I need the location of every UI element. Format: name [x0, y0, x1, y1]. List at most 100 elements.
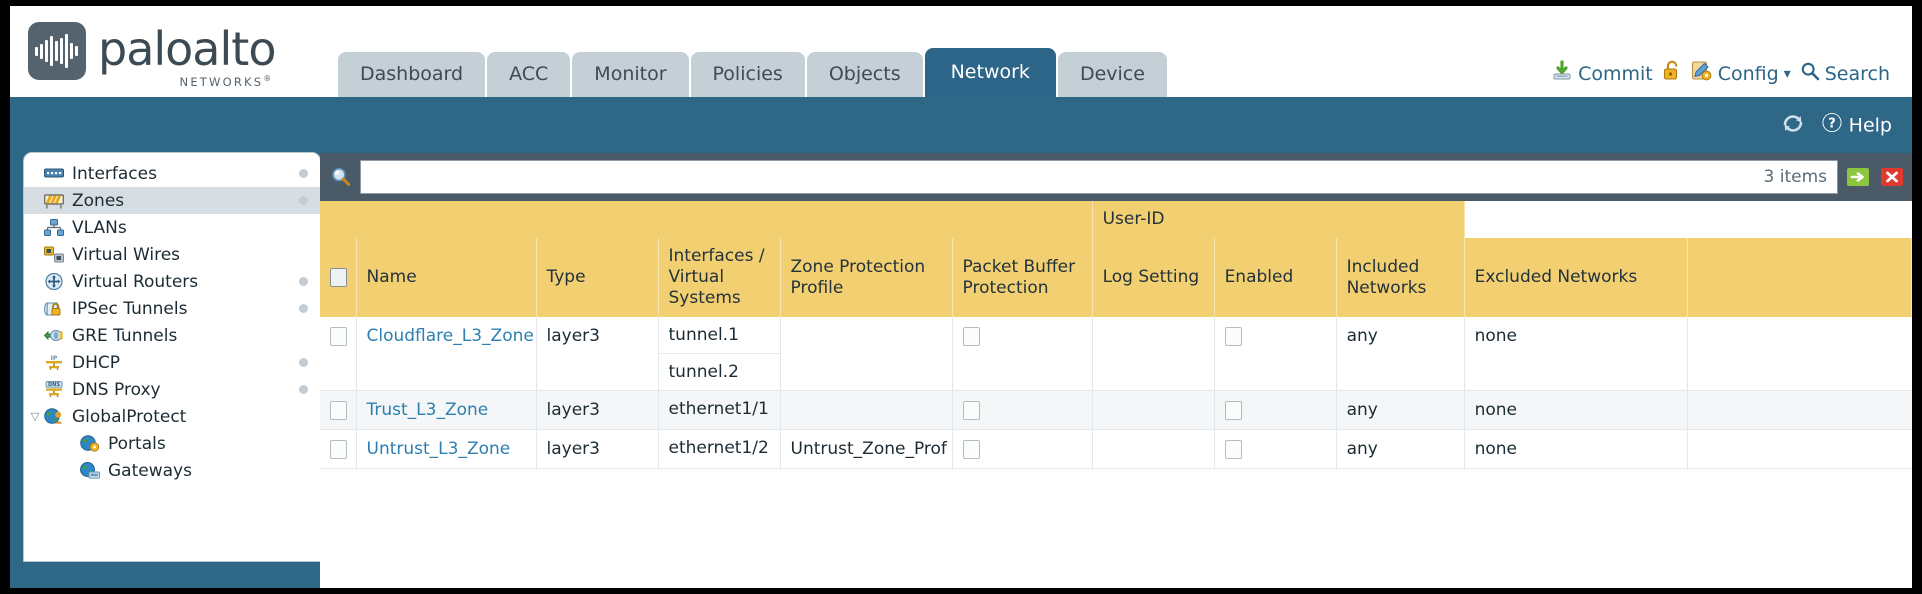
- main-content-panel: 3 items: [320, 153, 1912, 588]
- column-header-excluded-networks[interactable]: Excluded Networks: [1464, 238, 1689, 317]
- column-header-interfaces-virtual-systems[interactable]: Interfaces / Virtual Systems: [658, 238, 781, 317]
- virtual-routers-icon: [44, 272, 64, 291]
- tab-acc[interactable]: ACC: [487, 52, 571, 97]
- userid-enabled-checkbox[interactable]: [1224, 439, 1242, 459]
- row-select-checkbox[interactable]: [330, 400, 347, 420]
- vlans-icon: [44, 219, 64, 236]
- zone-name-link[interactable]: Trust_L3_Zone: [366, 400, 489, 420]
- filter-input-wrap: 3 items: [360, 160, 1838, 194]
- column-header-log-setting[interactable]: Log Setting: [1092, 238, 1215, 317]
- cell-zone-protection-profile: [780, 317, 953, 391]
- main-nav-tabs: Dashboard ACC Monitor Policies Objects Networ…: [338, 48, 1167, 97]
- tab-label: Dashboard: [360, 63, 464, 85]
- cell-included-networks: any: [1336, 317, 1465, 391]
- svg-text:IP: IP: [51, 355, 58, 362]
- tab-label: Device: [1079, 63, 1145, 85]
- column-header-spacer: [1687, 238, 1912, 317]
- cell-type: layer3: [536, 317, 659, 391]
- sidebar-item-label: DHCP: [72, 352, 120, 373]
- cell-type: layer3: [536, 429, 659, 469]
- sidebar-item-dhcp[interactable]: IP DHCP: [24, 349, 320, 376]
- config-lock-button[interactable]: [1662, 60, 1682, 87]
- sidebar-item-globalprotect[interactable]: ▽ GlobalProtect: [24, 403, 320, 430]
- packet-buffer-protection-checkbox[interactable]: [962, 439, 980, 459]
- portals-icon: [80, 435, 100, 452]
- tab-dashboard[interactable]: Dashboard: [338, 52, 486, 97]
- column-header-name[interactable]: Name: [356, 238, 537, 317]
- column-header-included-networks[interactable]: Included Networks: [1336, 238, 1465, 317]
- sub-header-band: ? Help: [10, 97, 1912, 153]
- sidebar-item-interfaces[interactable]: Interfaces: [24, 160, 320, 187]
- column-header-enabled[interactable]: Enabled: [1214, 238, 1337, 317]
- cell-name: Cloudflare_L3_Zone: [356, 317, 537, 391]
- config-menu-button[interactable]: Config ▾: [1691, 60, 1791, 87]
- select-all-checkbox[interactable]: [330, 267, 347, 287]
- help-button[interactable]: ? Help: [1820, 111, 1892, 140]
- sidebar-item-gre-tunnels[interactable]: GRE Tunnels: [24, 322, 320, 349]
- cell-log-setting: [1092, 429, 1215, 469]
- chevron-down-icon: ▾: [1783, 65, 1791, 82]
- search-button[interactable]: Search: [1800, 61, 1890, 86]
- row-select-checkbox[interactable]: [330, 439, 347, 459]
- clear-filter-button[interactable]: [1878, 163, 1906, 191]
- column-header-zone-protection-profile[interactable]: Zone Protection Profile: [780, 238, 953, 317]
- tab-label: Policies: [712, 63, 783, 85]
- sidebar-item-label: GRE Tunnels: [72, 325, 178, 346]
- sidebar-item-label: Zones: [72, 190, 125, 211]
- sidebar-item-zones[interactable]: Zones: [24, 187, 320, 214]
- globalprotect-icon: [44, 408, 64, 425]
- userid-enabled-checkbox[interactable]: [1224, 400, 1242, 420]
- interfaces-icon: [44, 165, 64, 182]
- commit-icon: [1551, 60, 1573, 87]
- apply-filter-button[interactable]: [1844, 163, 1872, 191]
- expand-triangle-icon[interactable]: ▽: [30, 410, 40, 423]
- sidebar-item-gateways[interactable]: Gateways: [24, 457, 320, 484]
- packet-buffer-protection-checkbox[interactable]: [962, 400, 980, 420]
- sidebar-item-virtual-routers[interactable]: Virtual Routers: [24, 268, 320, 295]
- refresh-icon[interactable]: [1780, 111, 1806, 139]
- tab-device[interactable]: Device: [1057, 52, 1167, 97]
- tab-label: Objects: [828, 63, 901, 85]
- config-label: Config: [1717, 62, 1779, 85]
- column-header-packet-buffer-protection[interactable]: Packet Buffer Protection: [952, 238, 1093, 317]
- tab-policies[interactable]: Policies: [690, 52, 805, 97]
- userid-enabled-checkbox[interactable]: [1224, 326, 1242, 346]
- cell-zone-protection-profile: [780, 390, 953, 430]
- cell-interfaces: ethernet1/1: [658, 390, 781, 430]
- virtual-wires-icon: [44, 246, 64, 263]
- sidebar-item-virtual-wires[interactable]: Virtual Wires: [24, 241, 320, 268]
- gateways-icon: [80, 462, 100, 479]
- column-header-type[interactable]: Type: [536, 238, 659, 317]
- search-input[interactable]: [371, 167, 1754, 187]
- commit-button[interactable]: Commit: [1551, 60, 1653, 87]
- search-magnifier-icon[interactable]: [328, 164, 354, 190]
- top-action-bar: Commit: [1551, 60, 1890, 87]
- packet-buffer-protection-checkbox[interactable]: [962, 326, 980, 346]
- brand-tagline: NETWORKS®: [179, 74, 274, 89]
- zone-name-link[interactable]: Untrust_L3_Zone: [366, 439, 511, 459]
- sidebar-item-label: Virtual Wires: [72, 244, 181, 265]
- cell-packet-buffer-protection: [952, 390, 1093, 430]
- row-select-checkbox[interactable]: [330, 326, 347, 346]
- tab-objects[interactable]: Objects: [806, 52, 923, 97]
- cell-userid-enabled: [1214, 429, 1337, 469]
- sidebar-item-vlans[interactable]: VLANs: [24, 214, 320, 241]
- cell-name: Trust_L3_Zone: [356, 390, 537, 430]
- sidebar-item-label: GlobalProtect: [72, 406, 187, 427]
- tab-network[interactable]: Network: [924, 48, 1056, 97]
- sidebar-item-portals[interactable]: Portals: [24, 430, 320, 457]
- cell-zone-protection-profile: Untrust_Zone_Prof: [780, 429, 953, 469]
- sidebar-item-ipsec-tunnels[interactable]: IPSec Tunnels: [24, 295, 320, 322]
- interface-entry: ethernet1/1: [668, 399, 769, 419]
- tab-monitor[interactable]: Monitor: [572, 52, 689, 97]
- tab-label: Monitor: [594, 63, 667, 85]
- zone-name-link[interactable]: Cloudflare_L3_Zone: [366, 326, 534, 346]
- commit-label: Commit: [1578, 62, 1653, 85]
